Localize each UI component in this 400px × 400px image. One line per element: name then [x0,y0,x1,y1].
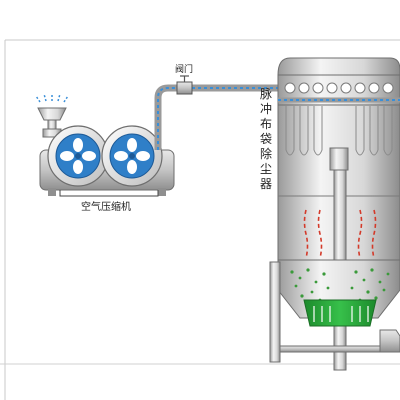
valve-label: 阀门 [175,63,193,75]
bag-dust-collector: 脉冲布袋除尘器 [260,57,400,371]
air-pipe [154,84,282,150]
valve: 阀门 [175,63,193,95]
filter-bags [285,106,393,156]
compressor-fan-right-icon [101,125,163,187]
frame-lines [0,39,400,400]
dust-hopper [303,299,377,327]
air-compressor: 空气压缩机 [35,93,175,213]
hot-gas-lines [303,209,377,259]
collector-label: 脉冲布袋除尘器 [260,86,272,191]
dust-particles [290,268,390,302]
compressor-label: 空气压缩机 [81,200,131,213]
bag-mouths [284,82,394,94]
intake-spray-icon [35,93,69,103]
compressor-fan-left-icon [47,125,109,187]
